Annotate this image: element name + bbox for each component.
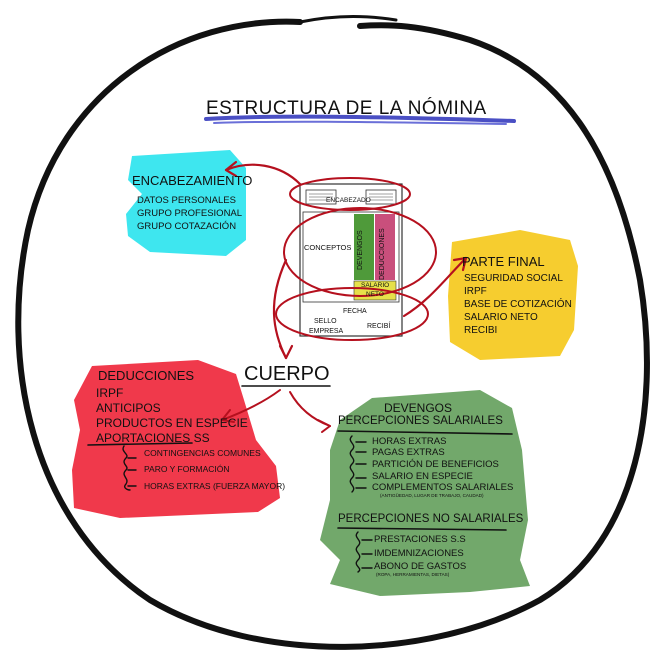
devengos-salarial-item: HORAS EXTRAS: [372, 436, 447, 447]
deducciones-column: [375, 214, 395, 280]
encabezamiento-item: GRUPO COTAZACIÓN: [137, 221, 237, 232]
form-encabezado: ENCABEZADO: [326, 197, 371, 204]
form-sello: SELLO: [314, 318, 337, 325]
title-underline: [204, 114, 516, 123]
encabezamiento-title: ENCABEZAMIENTO: [132, 173, 253, 188]
complementos-note: (ANTIGÜEDAD, LUGAR DE TRABAJO, CAUDAD): [380, 493, 484, 498]
arrow-to-deducciones: [221, 389, 281, 421]
deducciones-sub-item: PARO Y FORMACIÓN: [144, 464, 230, 474]
parte-final-item: BASE DE COTIZACIÓN: [464, 299, 572, 310]
devengos-salarial-item: COMPLEMENTOS SALARIALES: [372, 482, 514, 493]
arrow-to-cuerpo: [272, 258, 288, 360]
gastos-note: (ROPA, HERRAMIENTAS, DIETAS): [376, 572, 450, 577]
form-salario: SALARIO: [361, 282, 390, 289]
encabezamiento-item: GRUPO PROFESIONAL: [137, 208, 243, 219]
deducciones-item: PRODUCTOS EN ESPECIE: [96, 416, 248, 430]
green-blob: [320, 390, 530, 596]
red-blob: [72, 360, 280, 518]
form-empresa: EMPRESA: [309, 328, 344, 335]
outer-circle: [15, 18, 650, 650]
final-ellipse: [275, 287, 429, 341]
percepciones-no-salariales-title: PERCEPCIONES NO SALARIALES: [338, 513, 524, 525]
cyan-blob: [126, 150, 246, 256]
conceptos-ellipse: [283, 207, 437, 297]
deducciones-item: IRPF: [96, 386, 124, 400]
parte-final-item: IRPF: [464, 286, 487, 297]
deducciones-aportaciones: APORTACIONES SS: [96, 431, 210, 445]
devengos-title: DEVENGOS: [384, 401, 453, 415]
encabezamiento-item: DATOS PERSONALES: [137, 195, 236, 206]
parte-final-title: PARTE FINAL: [462, 254, 545, 269]
devengos-salarial-item: PAGAS EXTRAS: [372, 447, 445, 458]
deducciones-sub-item: HORAS EXTRAS (FUERZA MAYOR): [144, 481, 286, 491]
parte-final-item: RECIBI: [464, 325, 498, 336]
form-neto: NETO: [366, 291, 384, 298]
devengos-no-salarial-item: PRESTACIONES S.S: [374, 534, 466, 545]
arrow-to-devengos: [289, 391, 331, 427]
arrow-to-parte-final: [402, 256, 468, 318]
arrow-to-encabezamiento: [224, 163, 302, 186]
page-title: ESTRUCTURA DE LA NÓMINA: [206, 98, 487, 119]
form-conceptos: CONCEPTOS: [304, 243, 352, 252]
deducciones-title: DEDUCCIONES: [98, 368, 195, 383]
percepciones-salariales-title: PERCEPCIONES SALARIALES: [338, 415, 503, 427]
devengos-no-salarial-item: ABONO DE GASTOS: [374, 561, 467, 572]
parte-final-item: SEGURIDAD SOCIAL: [464, 273, 563, 284]
form-recibi: RECIBÍ: [367, 323, 391, 330]
form-fecha: FECHA: [343, 308, 367, 315]
devengos-no-salarial-item: IMDEMNIZACIONES: [374, 548, 464, 559]
outer-circle-tail: [298, 15, 398, 24]
form-devengos: DEVENGOS: [357, 230, 364, 270]
parte-final-item: SALARIO NETO: [464, 312, 538, 323]
encabezado-ellipse: [289, 177, 411, 211]
deducciones-item: ANTICIPOS: [96, 401, 161, 415]
deducciones-sub-item: CONTINGENCIAS COMUNES: [144, 448, 261, 458]
devengos-column: [354, 214, 374, 280]
yellow-blob: [448, 230, 578, 360]
devengos-salarial-item: PARTICIÓN DE BENEFICIOS: [372, 459, 499, 470]
form-deducciones: DEDUCCIONES: [379, 228, 386, 280]
cuerpo-label: CUERPO: [244, 363, 330, 385]
devengos-salarial-item: SALARIO EN ESPECIE: [372, 471, 473, 482]
